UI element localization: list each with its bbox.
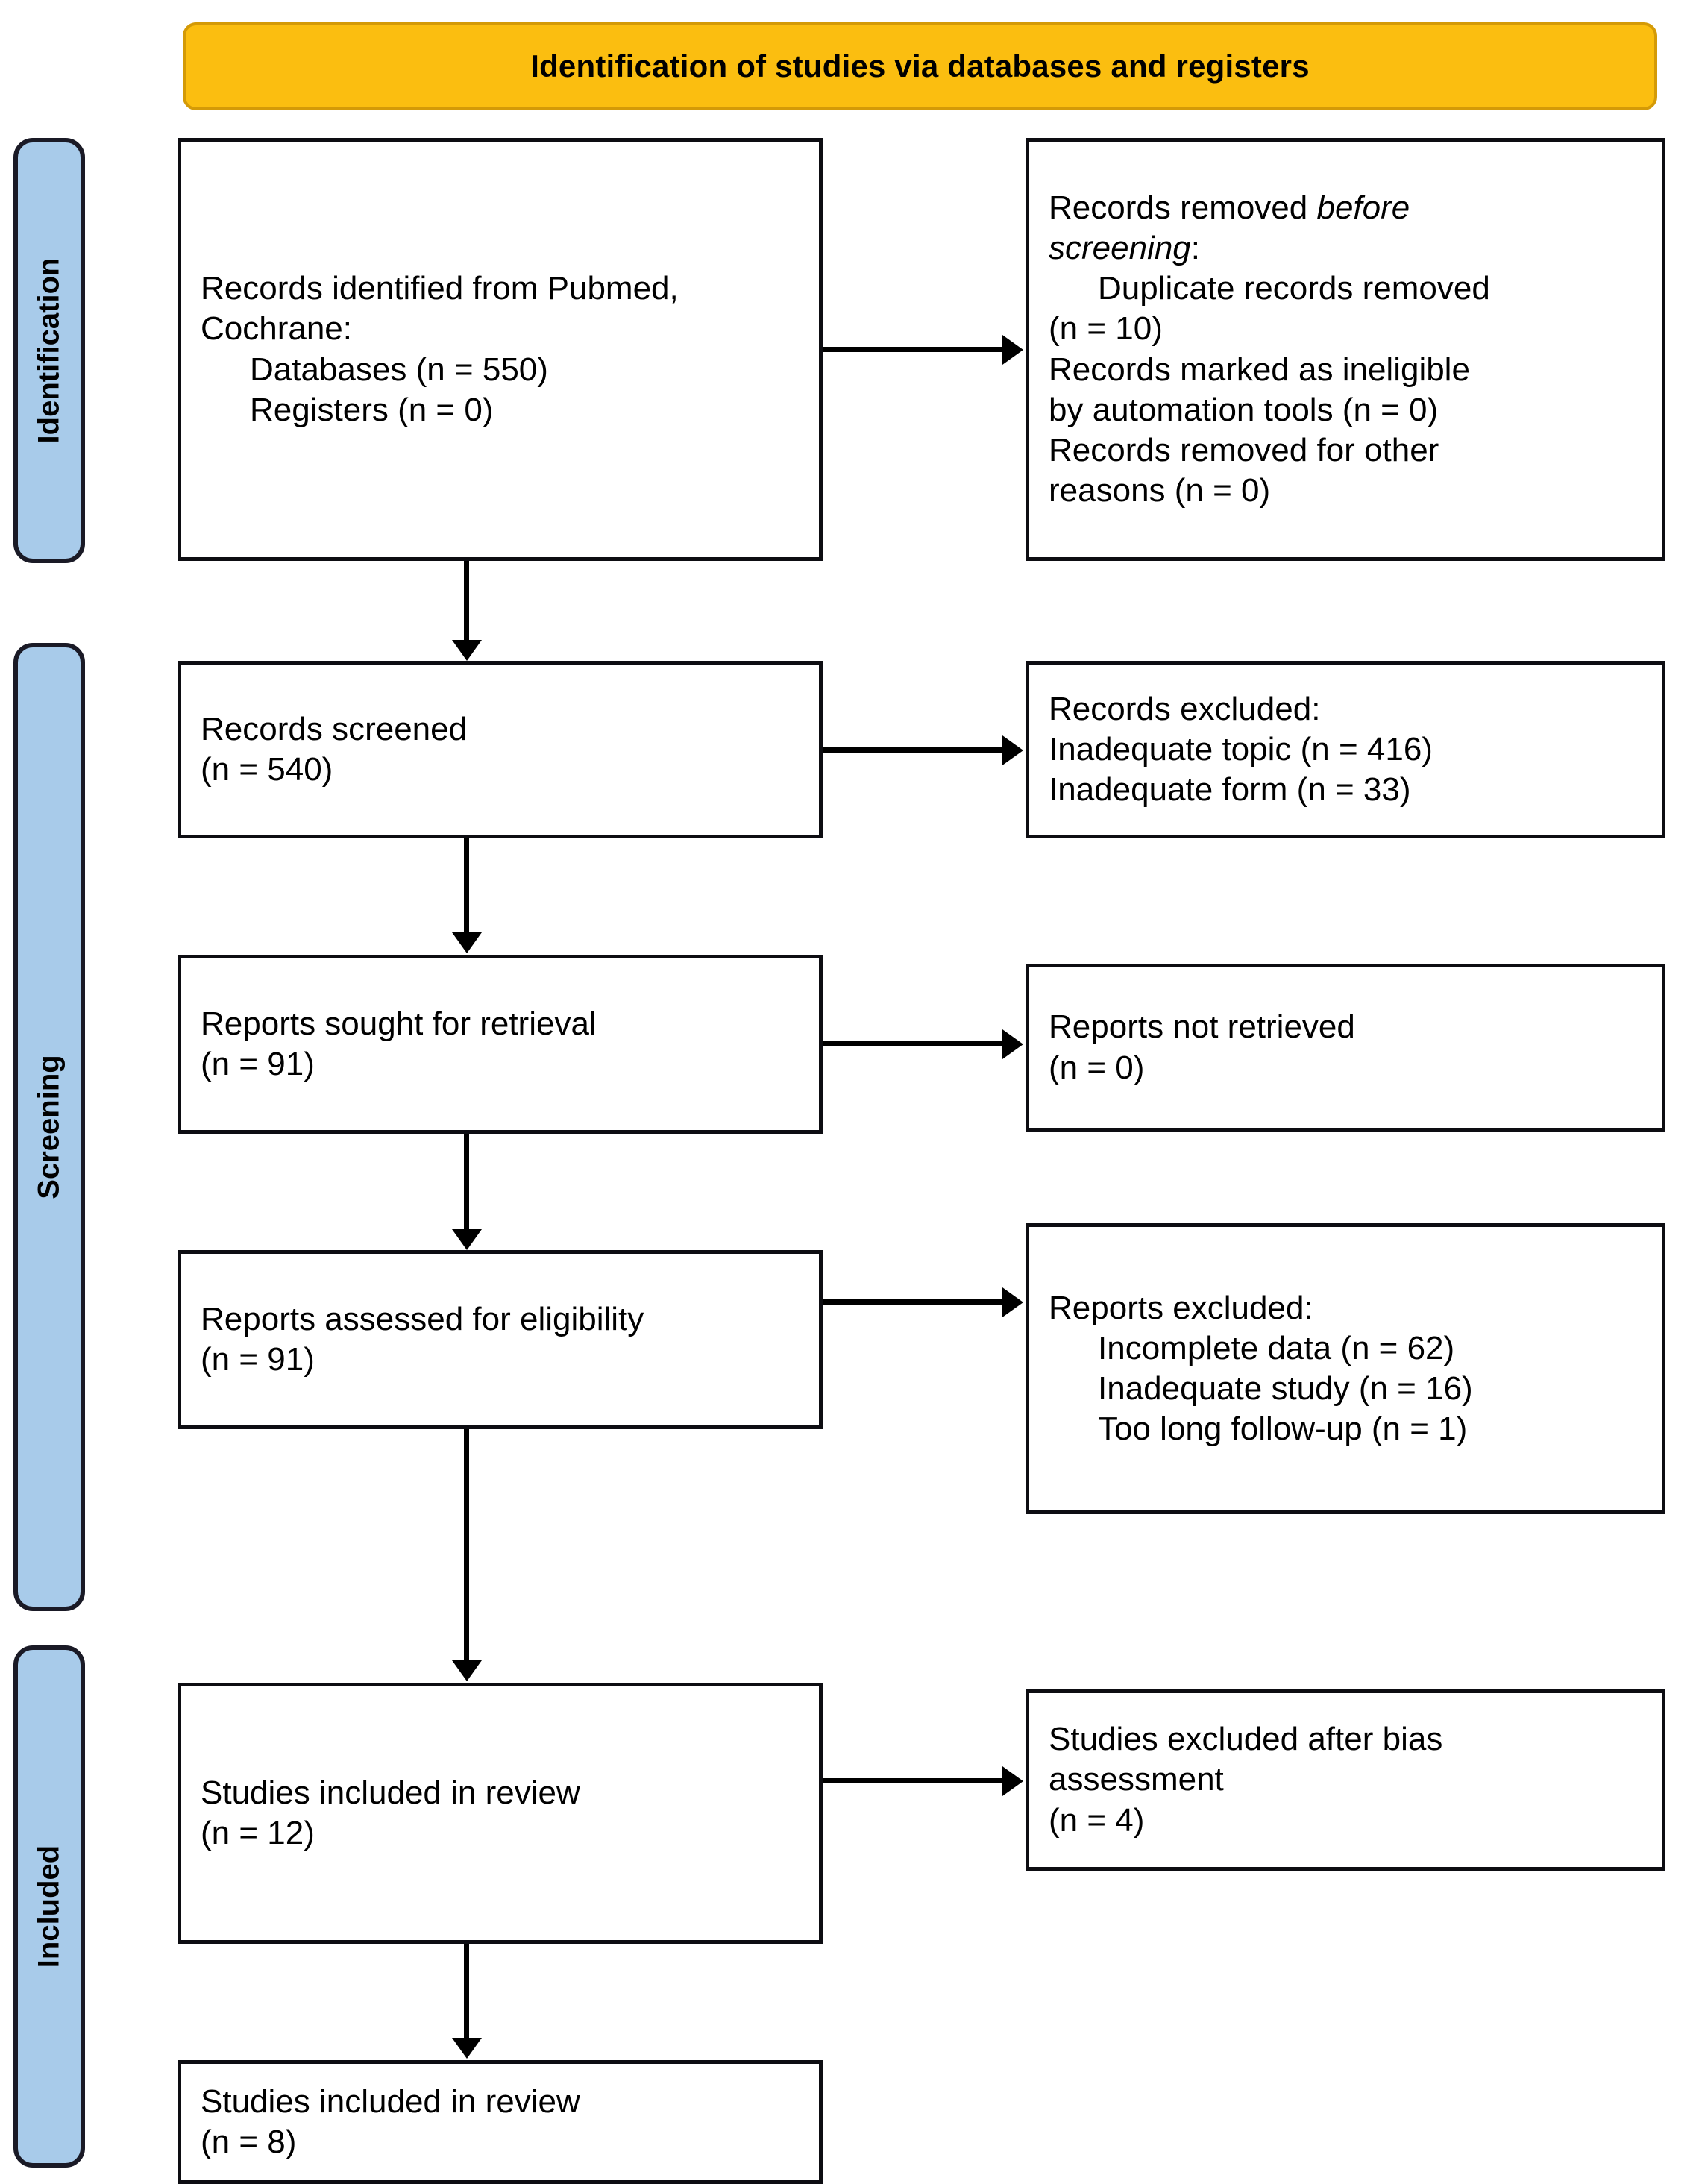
box-records-screened: Records screened (n = 540) — [178, 661, 823, 838]
stage-sidebar-identification: Identification — [13, 138, 85, 563]
box-records-identified: Records identified from Pubmed, Cochrane… — [178, 138, 823, 561]
box-reports-excluded-text: Reports excluded: Incomplete data (n = 6… — [1029, 1288, 1662, 1449]
records-removed-line-1-b: before — [1316, 189, 1410, 227]
box-studies-included-final-text: Studies included in review (n = 8) — [181, 2082, 819, 2162]
records-identified-line-3: Databases (n = 550) — [250, 351, 548, 388]
records-screened-line-2: (n = 540) — [201, 751, 333, 788]
box-records-identified-text: Records identified from Pubmed, Cochrane… — [181, 269, 819, 430]
page-title: Identification of studies via databases … — [530, 48, 1310, 84]
reports-sought-line-1: Reports sought for retrieval — [201, 1005, 597, 1042]
box-studies-included-review: Studies included in review (n = 12) — [178, 1683, 823, 1944]
box-reports-sought-text: Reports sought for retrieval (n = 91) — [181, 1004, 819, 1085]
stage-label-included: Included — [32, 1845, 66, 1968]
stage-label-screening: Screening — [32, 1055, 66, 1199]
records-identified-line-1: Records identified from Pubmed, — [201, 270, 679, 307]
reports-excluded-line-3: Inadequate study (n = 16) — [1098, 1370, 1473, 1407]
box-reports-not-retrieved-text: Reports not retrieved (n = 0) — [1029, 1007, 1662, 1088]
studies-excluded-bias-line-2: assessment — [1049, 1761, 1224, 1798]
studies-included-final-line-1: Studies included in review — [201, 2083, 580, 2120]
records-removed-line-8: reasons (n = 0) — [1049, 471, 1271, 509]
records-identified-line-4: Registers (n = 0) — [250, 391, 494, 428]
box-studies-included-final: Studies included in review (n = 8) — [178, 2060, 823, 2184]
arrow-assessed-to-included-review — [464, 1429, 469, 1662]
reports-not-retrieved-line-1: Reports not retrieved — [1049, 1008, 1355, 1046]
records-removed-line-5: Records marked as ineligible — [1049, 351, 1470, 388]
reports-not-retrieved-line-2: (n = 0) — [1049, 1049, 1145, 1086]
box-records-excluded: Records excluded: Inadequate topic (n = … — [1026, 661, 1665, 838]
box-reports-assessed-text: Reports assessed for eligibility (n = 91… — [181, 1299, 819, 1380]
records-excluded-line-1: Records excluded: — [1049, 690, 1321, 727]
stage-sidebar-included: Included — [13, 1645, 85, 2168]
studies-included-final-line-2: (n = 8) — [201, 2124, 297, 2160]
records-identified-line-2: Cochrane: — [201, 310, 353, 348]
records-screened-line-1: Records screened — [201, 710, 468, 747]
box-records-excluded-text: Records excluded: Inadequate topic (n = … — [1029, 689, 1662, 810]
arrow-screened-to-sought — [464, 838, 469, 934]
reports-excluded-line-4: Too long follow-up (n = 1) — [1098, 1410, 1468, 1448]
arrow-identified-to-removed — [823, 347, 1004, 352]
records-excluded-line-2: Inadequate topic (n = 416) — [1049, 730, 1433, 768]
records-removed-line-1-a: Records removed — [1049, 189, 1317, 227]
records-removed-line-2-a: screening — [1049, 230, 1191, 267]
box-reports-excluded: Reports excluded: Incomplete data (n = 6… — [1026, 1223, 1665, 1514]
stage-label-identification: Identification — [32, 257, 66, 444]
arrow-included-to-excluded-bias — [823, 1778, 1004, 1783]
records-removed-line-6: by automation tools (n = 0) — [1049, 391, 1439, 428]
records-removed-line-2-b: : — [1190, 230, 1201, 267]
arrow-sought-to-not-retrieved — [823, 1041, 1004, 1046]
box-reports-assessed: Reports assessed for eligibility (n = 91… — [178, 1250, 823, 1429]
studies-excluded-bias-line-3: (n = 4) — [1049, 1801, 1145, 1839]
arrow-screened-to-excluded — [823, 747, 1004, 753]
box-records-screened-text: Records screened (n = 540) — [181, 709, 819, 790]
studies-included-review-line-2: (n = 12) — [201, 1815, 315, 1851]
box-records-removed: Records removed before screening: Duplic… — [1026, 138, 1665, 561]
reports-excluded-line-1: Reports excluded: — [1049, 1289, 1313, 1326]
reports-excluded-line-2: Incomplete data (n = 62) — [1098, 1329, 1455, 1366]
diagram-header-banner: Identification of studies via databases … — [183, 22, 1657, 110]
records-excluded-line-3: Inadequate form (n = 33) — [1049, 771, 1411, 809]
reports-assessed-line-1: Reports assessed for eligibility — [201, 1300, 644, 1337]
box-reports-sought: Reports sought for retrieval (n = 91) — [178, 955, 823, 1134]
arrow-identified-to-screened — [464, 561, 469, 641]
arrow-assessed-to-reports-excluded — [823, 1299, 1004, 1305]
box-studies-included-review-text: Studies included in review (n = 12) — [181, 1773, 819, 1854]
stage-sidebar-screening: Screening — [13, 643, 85, 1611]
records-removed-line-1: Records removed before — [1049, 188, 1642, 228]
studies-included-review-line-1: Studies included in review — [201, 1774, 580, 1811]
box-reports-not-retrieved: Reports not retrieved (n = 0) — [1026, 964, 1665, 1132]
box-studies-excluded-bias-text: Studies excluded after bias assessment (… — [1029, 1719, 1662, 1840]
arrow-included-review-to-final — [464, 1944, 469, 2039]
studies-excluded-bias-line-1: Studies excluded after bias — [1049, 1721, 1443, 1758]
records-removed-line-3: Duplicate records removed — [1098, 270, 1490, 307]
reports-sought-line-2: (n = 91) — [201, 1046, 315, 1082]
box-studies-excluded-bias: Studies excluded after bias assessment (… — [1026, 1689, 1665, 1871]
reports-assessed-line-2: (n = 91) — [201, 1341, 315, 1378]
records-removed-line-7: Records removed for other — [1049, 431, 1439, 468]
records-removed-line-2: screening: — [1049, 228, 1642, 269]
arrow-sought-to-assessed — [464, 1134, 469, 1231]
box-records-removed-text: Records removed before screening: Duplic… — [1029, 188, 1662, 511]
records-removed-line-4: (n = 10) — [1049, 310, 1163, 348]
